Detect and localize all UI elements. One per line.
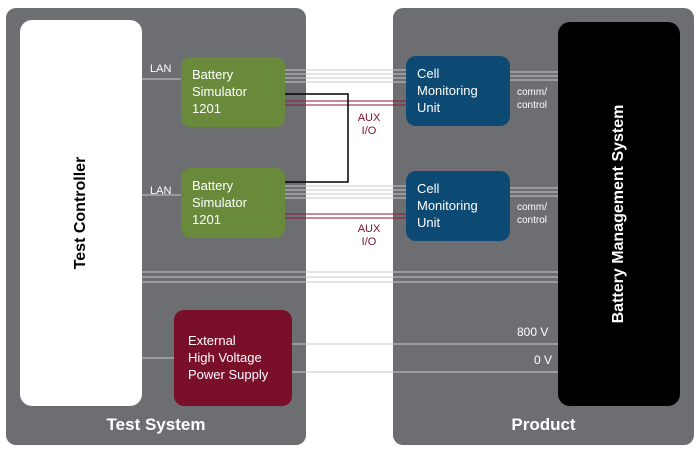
sim1-cell-bundle	[285, 69, 406, 83]
cell-monitoring-unit-2: Cell Monitoring Unit	[406, 171, 510, 241]
cmu2-comm-lines	[510, 187, 558, 197]
cmu1-line3: Unit	[417, 100, 441, 115]
comm1-line1: comm/	[517, 87, 547, 98]
aux1-line1: AUX	[357, 112, 381, 124]
cmu1-line2: Monitoring	[417, 83, 478, 98]
cmu1-line1: Cell	[417, 66, 440, 81]
test-controller: Test Controller	[20, 20, 142, 406]
sim1-aux-lines	[285, 100, 406, 106]
cmu2-line3: Unit	[417, 215, 441, 230]
battery-simulator-2: Battery Simulator 1201	[181, 168, 285, 238]
comm-label-2: comm/ control	[517, 201, 547, 227]
comm2-line1: comm/	[517, 202, 547, 213]
aux-label-1: AUX I/O	[354, 112, 384, 138]
external-hv-power-supply: External High Voltage Power Supply	[174, 310, 292, 406]
cmu1-comm-lines	[510, 71, 558, 81]
sim2-line2: Simulator	[192, 195, 247, 210]
lan-label-2: LAN	[150, 185, 172, 197]
cell-monitoring-unit-1: Cell Monitoring Unit	[406, 56, 510, 126]
controller-bms-bus	[142, 271, 558, 283]
sim2-line1: Battery	[192, 178, 234, 193]
cmu2-line1: Cell	[417, 181, 440, 196]
battery-simulator-1: Battery Simulator 1201	[181, 57, 285, 127]
aux1-line2: I/O	[361, 125, 377, 137]
lan-label-1: LAN	[150, 63, 172, 75]
test-system-title: Test System	[106, 415, 206, 434]
cmu2-line2: Monitoring	[417, 198, 478, 213]
comm2-line2: control	[517, 215, 548, 226]
aux-label-2: AUX I/O	[354, 223, 384, 249]
sim2-cell-bundle	[285, 185, 406, 199]
voltage-0v-label: 0 V	[534, 353, 553, 367]
aux2-line2: I/O	[361, 236, 377, 248]
comm1-line2: control	[517, 100, 548, 111]
sim2-line3: 1201	[192, 212, 221, 227]
sim1-line1: Battery	[192, 67, 234, 82]
sim1-line2: Simulator	[192, 84, 247, 99]
voltage-800v-label: 800 V	[517, 325, 549, 339]
comm-label-1: comm/ control	[517, 86, 547, 112]
psu-line3: Power Supply	[188, 367, 269, 382]
product-title: Product	[511, 415, 576, 434]
psu-line1: External	[188, 333, 236, 348]
sim2-aux-lines	[285, 213, 406, 219]
aux2-line1: AUX	[357, 223, 381, 235]
psu-line2: High Voltage	[188, 350, 262, 365]
battery-management-system: Battery Management System	[558, 22, 680, 406]
sim1-line3: 1201	[192, 101, 221, 116]
series-link	[285, 93, 349, 183]
